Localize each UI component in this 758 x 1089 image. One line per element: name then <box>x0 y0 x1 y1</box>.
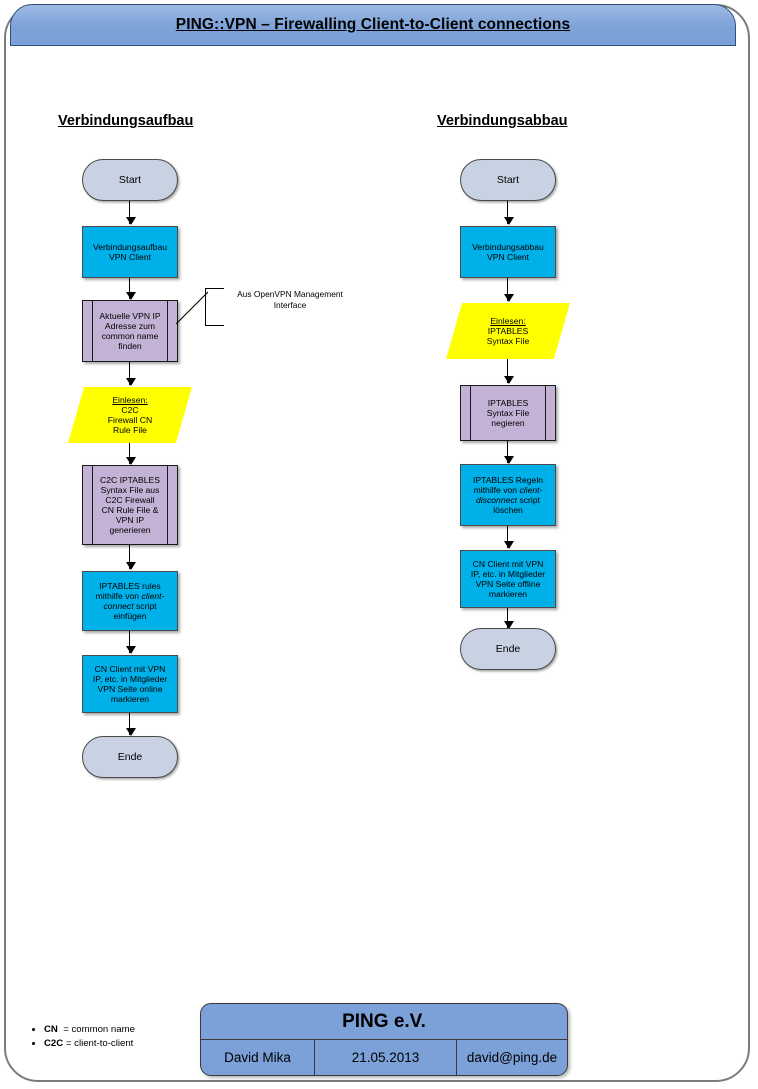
right-node-delete-rules[interactable]: IPTABLES Regeln mithilfe von client-disc… <box>460 464 556 526</box>
footer-author: David Mika <box>201 1040 315 1075</box>
right-node-negate-label: IPTABLES Syntax File negieren <box>486 397 530 429</box>
footer-date: 21.05.2013 <box>315 1040 457 1075</box>
column-heading-left: Verbindungsaufbau <box>58 113 194 129</box>
page-title: PING::VPN – Firewalling Client-to-Client… <box>175 16 571 33</box>
legend-definition-c2c: = client-to-client <box>65 1037 134 1049</box>
left-node-mark-online[interactable]: CN Client mit VPN IP, etc. in Mitglieder… <box>82 655 178 713</box>
left-arrow-findip-to-readrules <box>125 362 136 386</box>
right-node-read-syntax[interactable]: Einlesen: IPTABLES Syntax File <box>446 303 570 359</box>
legend-abbr-c2c: C2C <box>44 1037 64 1049</box>
left-node-insert-rules-label: IPTABLES rules mithilfe von client-conne… <box>95 580 165 622</box>
left-node-start[interactable]: Start <box>82 159 178 201</box>
right-node-delete-rules-label: IPTABLES Regeln mithilfe von client-disc… <box>472 474 544 516</box>
right-node-start-label: Start <box>496 173 520 186</box>
footer-table: PING e.V. David Mika 21.05.2013 david@pi… <box>200 1003 568 1076</box>
left-node-generate-syntax-label: C2C IPTABLES Syntax File aus C2C Firewal… <box>99 474 161 536</box>
legend-definition-cn: = common name <box>63 1023 135 1035</box>
right-arrow-readsyntax-to-negate <box>503 359 514 384</box>
right-arrow-markoffline-to-ende <box>503 608 514 629</box>
left-node-connect[interactable]: Verbindungsaufbau VPN Client <box>82 226 178 278</box>
right-arrow-negate-to-delete <box>503 441 514 464</box>
left-node-mark-online-label: CN Client mit VPN IP, etc. in Mitglieder… <box>92 663 168 705</box>
right-arrow-disconnect-to-readsyntax <box>503 278 514 302</box>
left-arrow-connect-to-findip <box>125 278 136 300</box>
right-node-negate[interactable]: IPTABLES Syntax File negieren <box>460 385 556 441</box>
right-node-mark-offline[interactable]: CN Client mit VPN IP, etc. in Mitglieder… <box>460 550 556 608</box>
header-banner: PING::VPN – Firewalling Client-to-Client… <box>10 4 736 46</box>
right-node-read-syntax-label: Einlesen: IPTABLES Syntax File <box>486 315 530 347</box>
left-node-insert-rules[interactable]: IPTABLES rules mithilfe von client-conne… <box>82 571 178 631</box>
left-arrow-insert-to-markonline <box>125 631 136 654</box>
column-heading-right: Verbindungsabbau <box>437 113 568 129</box>
right-arrow-delete-to-markoffline <box>503 526 514 549</box>
right-arrow-start-to-disconnect <box>503 201 514 225</box>
legend-abbr-cn: CN <box>44 1023 58 1035</box>
annotation-leader-line <box>176 291 208 325</box>
left-node-find-ip-label: Aktuelle VPN IP Adresse zum common name … <box>99 310 161 352</box>
right-node-disconnect[interactable]: Verbindungsabbau VPN Client <box>460 226 556 278</box>
left-arrow-markonline-to-ende <box>125 713 136 736</box>
right-node-mark-offline-label: CN Client mit VPN IP, etc. in Mitglieder… <box>470 558 546 600</box>
left-node-connect-label: Verbindungsaufbau VPN Client <box>92 241 168 262</box>
right-node-ende-label: Ende <box>495 642 521 655</box>
right-node-disconnect-label: Verbindungsabbau VPN Client <box>472 241 544 262</box>
legend: CN = common name C2C = client-to-client <box>18 1021 203 1052</box>
annotation-callout: Aus OpenVPN Management Interface <box>205 288 355 328</box>
left-node-find-ip[interactable]: Aktuelle VPN IP Adresse zum common name … <box>82 300 178 362</box>
legend-item-c2c: C2C = client-to-client <box>44 1038 203 1050</box>
footer-organisation: PING e.V. <box>201 1004 567 1040</box>
left-node-ende[interactable]: Ende <box>82 736 178 778</box>
left-node-read-c2c-rules[interactable]: Einlesen: C2C Firewall CN Rule File <box>68 387 192 443</box>
annotation-text: Aus OpenVPN Management Interface <box>237 289 343 310</box>
footer-row: David Mika 21.05.2013 david@ping.de <box>201 1040 567 1075</box>
left-arrow-readrules-to-gensyntax <box>125 443 136 465</box>
left-arrow-start-to-connect <box>125 201 136 225</box>
left-arrow-gensyntax-to-insert <box>125 545 136 570</box>
right-node-ende[interactable]: Ende <box>460 628 556 670</box>
left-node-generate-syntax[interactable]: C2C IPTABLES Syntax File aus C2C Firewal… <box>82 465 178 545</box>
legend-item-cn: CN = common name <box>44 1024 203 1036</box>
left-node-ende-label: Ende <box>117 750 143 763</box>
footer-email[interactable]: david@ping.de <box>466 1050 558 1065</box>
right-node-start[interactable]: Start <box>460 159 556 201</box>
left-node-read-c2c-rules-label: Einlesen: C2C Firewall CN Rule File <box>107 394 153 436</box>
left-node-start-label: Start <box>118 173 142 186</box>
annotation-bracket <box>205 288 224 326</box>
